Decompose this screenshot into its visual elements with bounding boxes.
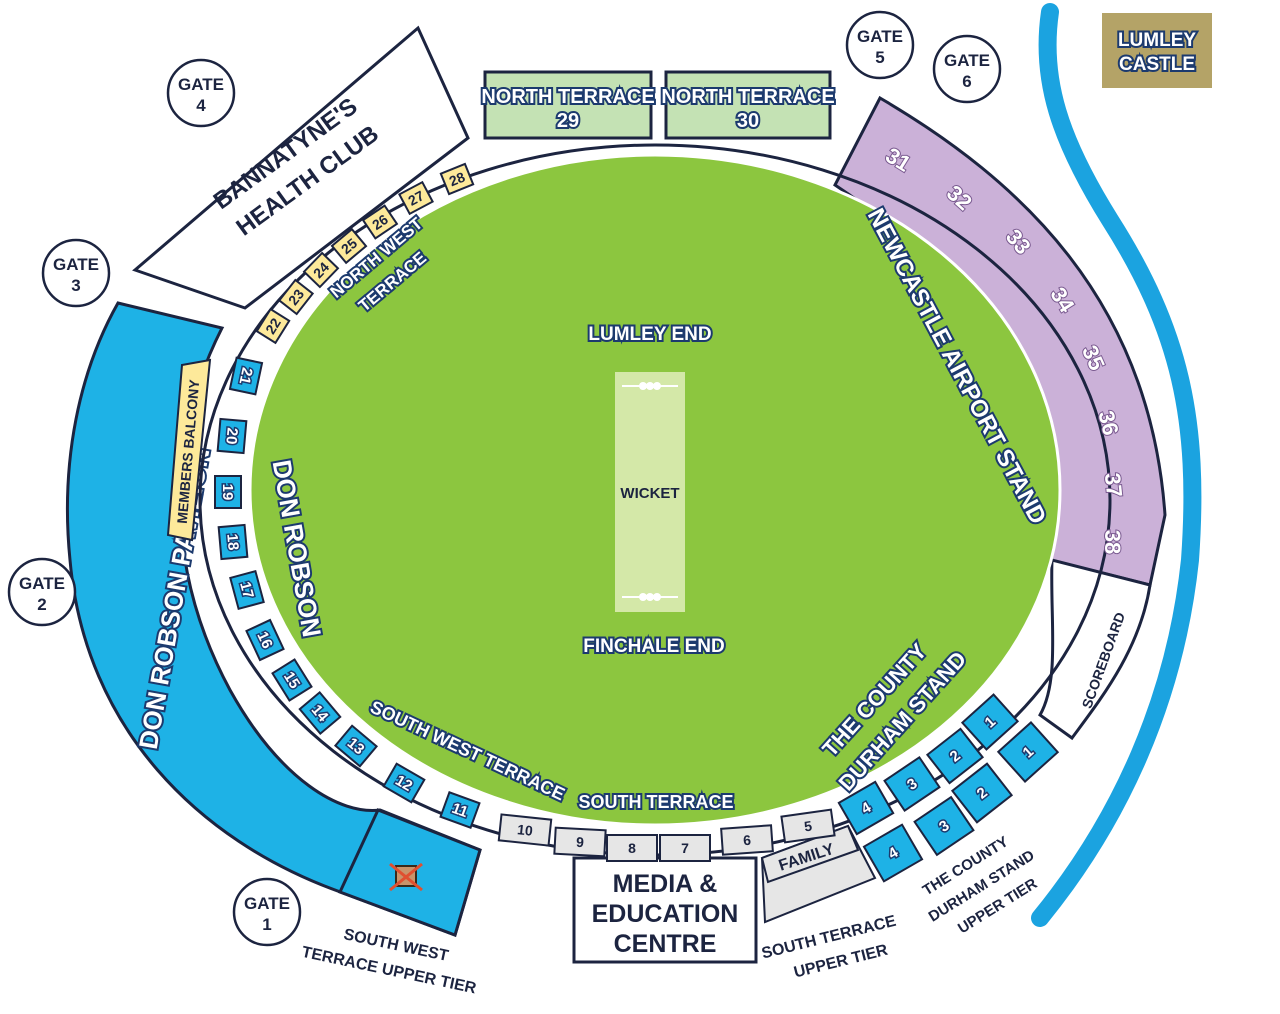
svg-text:NORTH TERRACE: NORTH TERRACE [481,86,654,108]
section-9[interactable]: 9 [553,826,607,858]
svg-text:1: 1 [262,915,271,934]
scoreboard[interactable] [1038,558,1152,741]
svg-text:17: 17 [236,580,257,601]
section-cd-outer-2[interactable]: 2 [950,762,1014,824]
north-terrace-29[interactable]: NORTH TERRACE 29 [479,70,657,140]
svg-text:22: 22 [262,315,284,337]
lumley-castle[interactable]: LUMLEY CASTLE [1102,13,1212,88]
gate-5[interactable]: GATE 5 [845,10,915,80]
svg-text:MEDIA &: MEDIA & [613,870,718,898]
section-27[interactable]: 27 [398,180,434,216]
section-18[interactable]: 18 [217,523,249,561]
section-26[interactable]: 26 [361,204,399,240]
section-cd-inner-1[interactable]: 1 [960,693,1020,751]
svg-text:26: 26 [369,211,391,233]
svg-text:30: 30 [737,110,759,132]
wicket: WICKET [615,372,685,612]
no-entry-icon [389,862,423,892]
section-12[interactable]: 12 [382,762,426,804]
svg-text:10: 10 [516,821,533,839]
section-16[interactable]: 16 [245,618,285,662]
section-21[interactable]: 21 [228,356,264,396]
svg-text:LUMLEY: LUMLEY [1118,30,1196,51]
section-10[interactable]: 10 [497,813,553,847]
svg-text:GATE: GATE [857,27,903,46]
svg-text:11: 11 [449,800,470,821]
svg-text:29: 29 [557,110,579,132]
section-25[interactable]: 25 [330,227,368,265]
gate-6[interactable]: GATE 6 [932,34,1002,104]
section-cd-outer-1[interactable]: 1 [996,721,1060,783]
svg-text:7: 7 [681,840,689,856]
section-23[interactable]: 23 [277,278,315,316]
svg-text:2: 2 [37,595,46,614]
pavilion-lower-block[interactable] [337,808,482,937]
media-education-centre[interactable]: MEDIA & EDUCATION CENTRE [572,856,758,964]
section-15[interactable]: 15 [271,658,313,702]
svg-text:38: 38 [1100,530,1125,554]
svg-text:20: 20 [222,427,240,445]
section-cd-inner-2[interactable]: 2 [925,727,985,785]
section-20[interactable]: 20 [216,417,248,455]
svg-text:5: 5 [803,818,813,835]
gate-1[interactable]: GATE 1 [232,877,302,947]
svg-text:27: 27 [405,187,426,209]
svg-text:3: 3 [71,276,80,295]
section-28[interactable]: 28 [439,162,475,196]
svg-text:5: 5 [875,48,884,67]
gate-2[interactable]: GATE 2 [7,557,77,627]
section-cd-outer-3[interactable]: 3 [913,795,975,857]
svg-text:CENTRE: CENTRE [614,930,717,958]
don-robson-pavilion[interactable] [65,301,482,937]
wicket-label: WICKET [620,485,679,502]
section-cd-inner-4[interactable]: 4 [837,780,895,836]
river [1031,3,1202,927]
svg-text:GATE: GATE [19,574,65,593]
section-24[interactable]: 24 [302,251,340,289]
svg-text:21: 21 [235,366,255,386]
finchale-end-label: FINCHALE END [583,636,724,657]
section-14[interactable]: 14 [298,690,342,736]
section-11[interactable]: 11 [439,791,481,829]
south-terrace-label: SOUTH TERRACE [578,792,733,812]
section-37[interactable]: 37 [1099,470,1128,499]
section-cd-outer-4[interactable]: 4 [862,823,924,883]
section-5[interactable]: 5 [780,808,836,844]
gate-4[interactable]: GATE 4 [166,58,236,128]
svg-text:37: 37 [1100,471,1127,498]
section-38[interactable]: 38 [1099,529,1126,555]
svg-text:6: 6 [962,72,971,91]
section-6[interactable]: 6 [720,824,774,856]
svg-text:GATE: GATE [944,51,990,70]
svg-text:18: 18 [223,533,241,551]
svg-text:4: 4 [196,96,206,115]
svg-text:EDUCATION: EDUCATION [592,900,739,928]
svg-text:GATE: GATE [244,894,290,913]
section-8[interactable]: 8 [606,834,658,862]
section-22[interactable]: 22 [255,307,291,345]
north-terrace-30[interactable]: NORTH TERRACE 30 [659,70,837,140]
section-cd-inner-3[interactable]: 3 [883,755,941,813]
svg-text:CASTLE: CASTLE [1119,54,1195,75]
section-17[interactable]: 17 [229,569,265,611]
gate-3[interactable]: GATE 3 [41,238,111,308]
svg-text:NORTH TERRACE: NORTH TERRACE [661,86,834,108]
section-7[interactable]: 7 [659,834,711,862]
svg-text:6: 6 [743,832,752,849]
svg-text:19: 19 [219,484,236,501]
svg-text:GATE: GATE [53,255,99,274]
section-19[interactable]: 19 [214,475,242,509]
svg-text:9: 9 [576,834,585,850]
svg-text:8: 8 [628,840,636,856]
section-13[interactable]: 13 [333,724,379,768]
svg-text:GATE: GATE [178,75,224,94]
svg-text:28: 28 [447,169,468,190]
lumley-end-label: LUMLEY END [588,324,711,345]
